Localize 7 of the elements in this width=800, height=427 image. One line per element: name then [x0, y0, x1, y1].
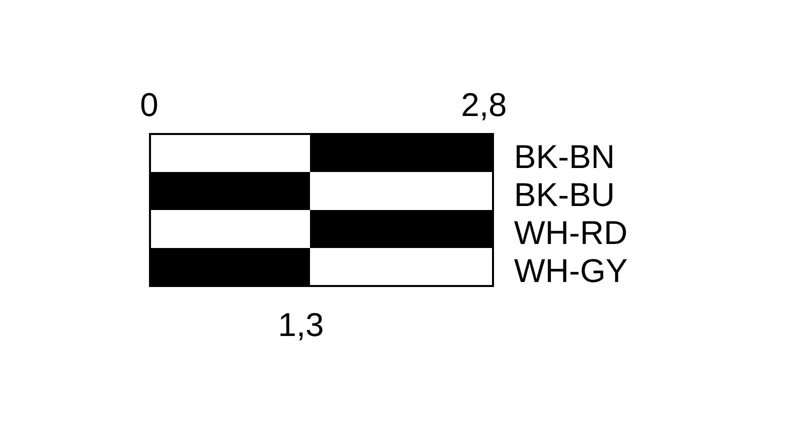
scale-mark: 0: [140, 88, 158, 121]
wire-label: BK-BN: [514, 140, 615, 173]
wire-label: WH-GY: [514, 254, 628, 287]
wire-label: BK-BU: [514, 178, 615, 211]
scale-mark: 2,8: [461, 88, 507, 121]
scale-mark: 1,3: [278, 308, 324, 341]
wire-label: WH-RD: [514, 216, 628, 249]
